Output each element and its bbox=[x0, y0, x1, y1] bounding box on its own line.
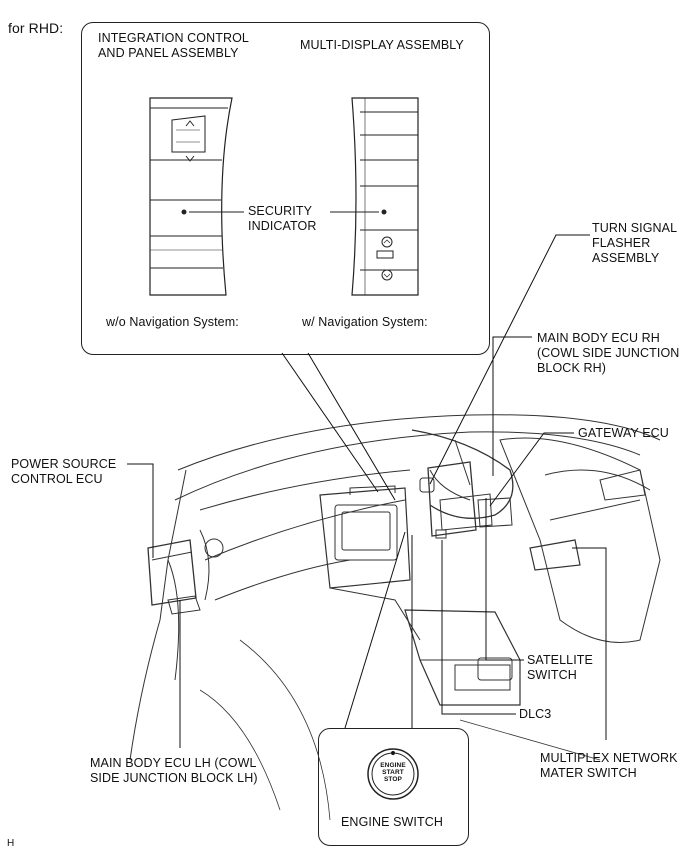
multiplex-network-label: MULTIPLEX NETWORK MATER SWITCH bbox=[540, 751, 678, 780]
security-indicator-label: SECURITY INDICATOR bbox=[248, 204, 317, 233]
engine-switch-panel bbox=[318, 728, 469, 846]
engine-button-text: ENGINE START STOP bbox=[380, 762, 406, 783]
integration-panel-illustration bbox=[149, 97, 233, 296]
leader-lines bbox=[127, 234, 607, 748]
integration-control-title: INTEGRATION CONTROL AND PANEL ASSEMBLY bbox=[98, 31, 249, 60]
engine-switch-caption: ENGINE SWITCH bbox=[341, 815, 443, 829]
dlc3-label: DLC3 bbox=[519, 707, 552, 721]
satellite-switch-label: SATELLITE SWITCH bbox=[527, 653, 593, 682]
multi-display-title: MULTI-DISPLAY ASSEMBLY bbox=[300, 38, 464, 52]
footer-code: H bbox=[7, 838, 15, 849]
engine-start-button-illustration bbox=[367, 748, 419, 800]
turn-signal-flasher-label: TURN SIGNAL FLASHER ASSEMBLY bbox=[592, 221, 678, 265]
with-navigation-caption: w/ Navigation System: bbox=[302, 315, 428, 329]
multi-display-illustration bbox=[351, 97, 419, 296]
main-body-ecu-rh-label: MAIN BODY ECU RH (COWL SIDE JUNCTION BLO… bbox=[537, 331, 680, 375]
dashboard-illustration bbox=[129, 414, 661, 821]
inset-panel bbox=[81, 22, 490, 355]
main-body-ecu-lh-label: MAIN BODY ECU LH (COWL SIDE JUNCTION BLO… bbox=[90, 756, 258, 785]
power-source-control-ecu-label: POWER SOURCE CONTROL ECU bbox=[11, 457, 117, 486]
rhd-label: for RHD: bbox=[8, 20, 64, 36]
gateway-ecu-label: GATEWAY ECU bbox=[578, 426, 669, 440]
without-navigation-caption: w/o Navigation System: bbox=[106, 315, 239, 329]
